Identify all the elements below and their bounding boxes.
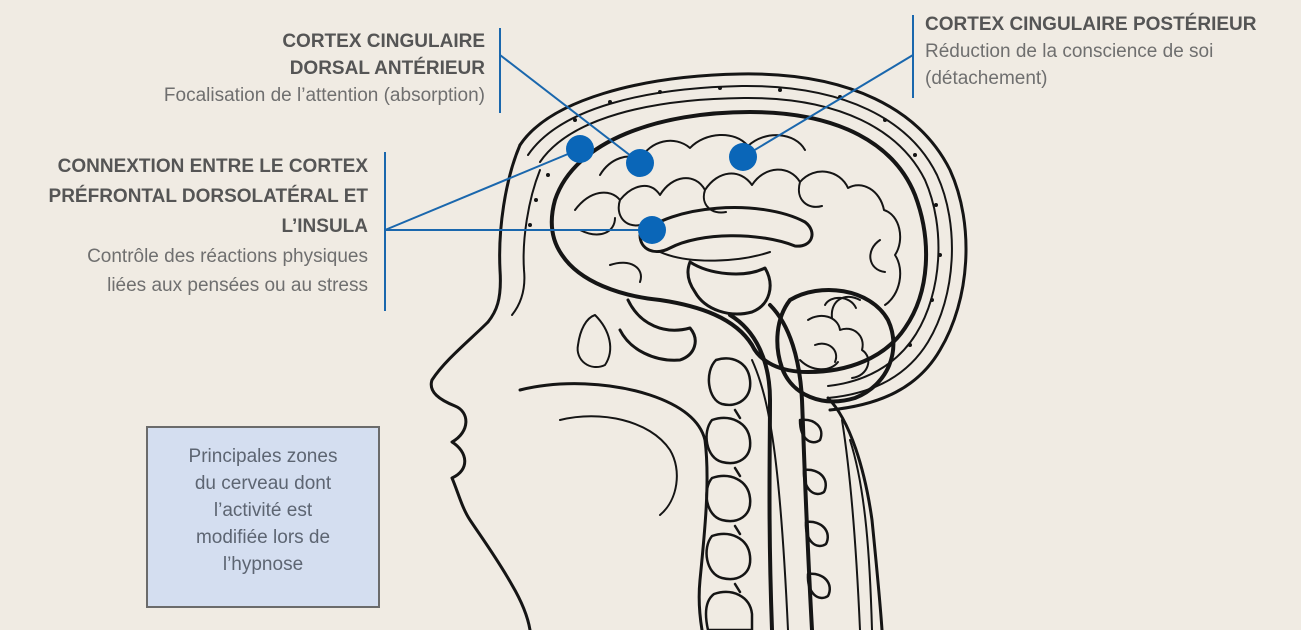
marker-posterior-cingulate (729, 143, 757, 171)
caption-line2: du cerveau dont (168, 470, 358, 497)
sphenoid-sinus (578, 315, 611, 367)
label-dlpfc-insula-connection: CONNEXTION ENTRE LE CORTEX PRÉFRONTAL DO… (0, 152, 368, 300)
cerebellum-folia (800, 298, 868, 378)
skull-outline (528, 86, 952, 398)
caption-line4: modifiée lors de (168, 524, 358, 551)
marker-dorsal-anterior-cingulate (626, 149, 654, 177)
fornix (660, 252, 770, 261)
neck-posterior-outline (828, 398, 882, 630)
label-dacc-description: Focalisation de l’attention (absorption) (0, 82, 485, 109)
label-pcc-title: CORTEX CINGULAIRE POSTÉRIEUR (925, 11, 1285, 38)
label-dlpfc-description-line1: Contrôle des réactions physiques (0, 242, 368, 271)
pituitary-region (620, 300, 695, 360)
marker-dorsolateral-prefrontal (566, 135, 594, 163)
label-dorsal-anterior-cingulate: CORTEX CINGULAIRE DORSAL ANTÉRIEUR Focal… (0, 28, 485, 109)
caption-line5: l’hypnose (168, 551, 358, 578)
pharynx (699, 440, 707, 630)
thalamus (688, 262, 770, 314)
frontal-sinus (512, 170, 540, 315)
label-posterior-cingulate: CORTEX CINGULAIRE POSTÉRIEUR Réduction d… (925, 11, 1285, 92)
frontal-bone (488, 145, 520, 322)
tongue (560, 416, 677, 515)
label-dlpfc-title-line3: L’INSULA (0, 212, 368, 242)
label-dacc-title-line1: CORTEX CINGULAIRE (0, 28, 485, 55)
face-profile-outline (431, 322, 530, 630)
label-pcc-description-line1: Réduction de la conscience de soi (925, 38, 1285, 65)
brainstem (730, 315, 772, 630)
marker-insula (638, 216, 666, 244)
caption-box: Principales zones du cerveau dont l’acti… (146, 426, 380, 608)
caption-line1: Principales zones (168, 443, 358, 470)
label-dlpfc-description-line2: liées aux pensées ou au stress (0, 271, 368, 300)
palate (520, 384, 705, 440)
head-sagittal-illustration (431, 74, 966, 630)
caption-line3: l’activité est (168, 497, 358, 524)
label-pcc-description-line2: (détachement) (925, 65, 1285, 92)
label-dacc-title-line2: DORSAL ANTÉRIEUR (0, 55, 485, 82)
cervical-vertebrae (706, 358, 752, 630)
label-dlpfc-title-line2: PRÉFRONTAL DORSOLATÉRAL ET (0, 182, 368, 212)
label-dlpfc-title-line1: CONNEXTION ENTRE LE CORTEX (0, 152, 368, 182)
